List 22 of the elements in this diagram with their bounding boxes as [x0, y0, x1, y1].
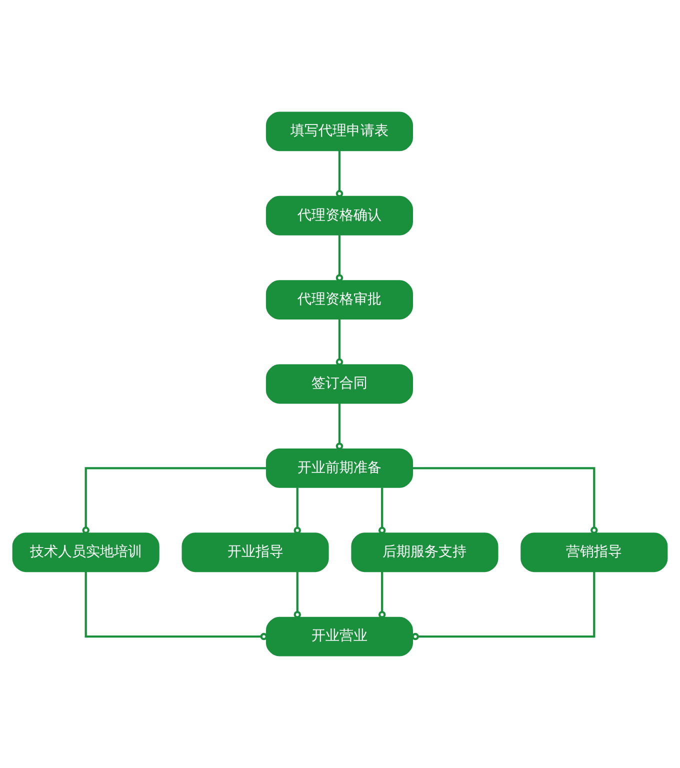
connector — [412, 572, 596, 640]
connector — [378, 488, 386, 534]
node-box: 营销指导 — [520, 532, 668, 572]
node-box: 后期服务支持 — [351, 532, 498, 572]
connector — [336, 235, 344, 282]
connector — [336, 319, 344, 366]
node-box: 开业营业 — [266, 616, 413, 656]
connector — [336, 404, 344, 450]
node-box: 开业指导 — [182, 532, 329, 572]
connector — [294, 488, 301, 534]
node-box: 技术人员实地培训 — [12, 532, 160, 572]
node-box: 代理资格确认 — [266, 196, 413, 236]
node-box: 开业前期准备 — [266, 448, 413, 488]
node-box: 代理资格审批 — [266, 280, 413, 320]
connector — [294, 572, 301, 618]
node-box: 签订合同 — [266, 364, 413, 404]
connector — [336, 150, 344, 198]
connector — [378, 572, 386, 618]
connector — [412, 467, 598, 534]
connector — [82, 467, 266, 534]
connector — [84, 572, 268, 640]
node-box: 填写代理申请表 — [266, 112, 413, 152]
